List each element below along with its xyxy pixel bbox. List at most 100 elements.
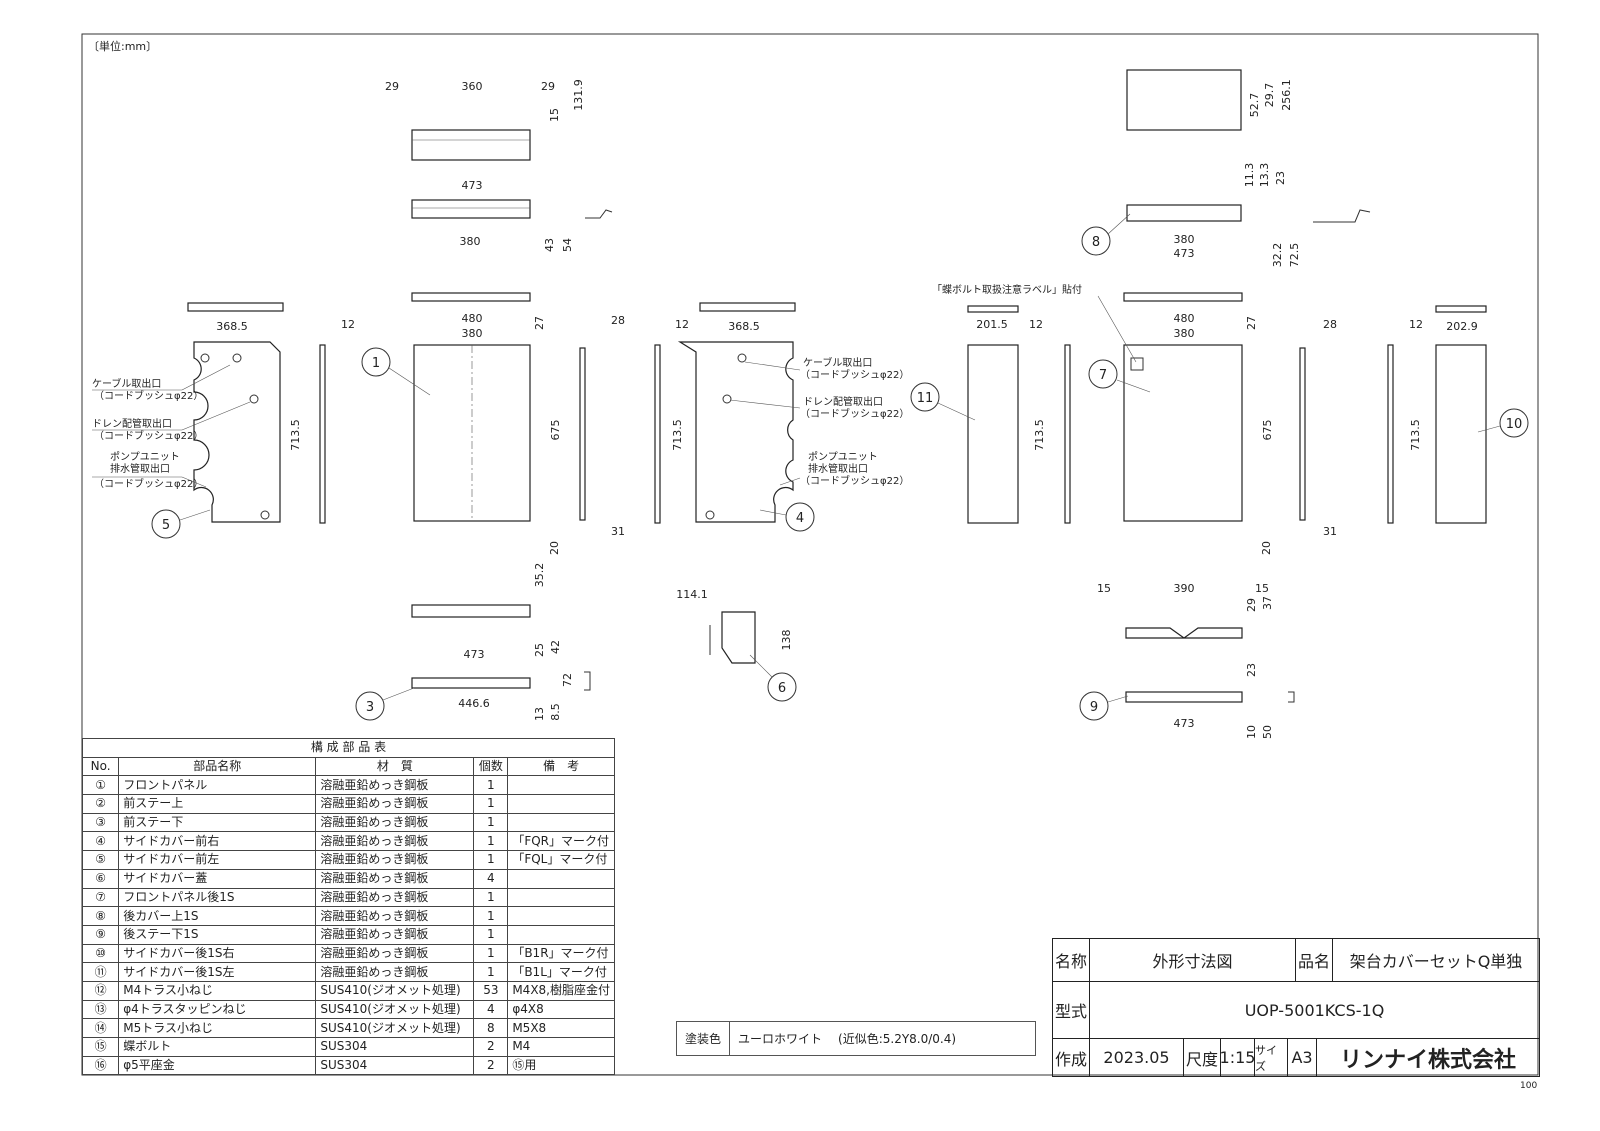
part-remarks: M4X8,樹脂座金付 (507, 980, 615, 1001)
dim-label: 473 (1174, 717, 1195, 730)
dim-label: 201.5 (976, 318, 1008, 331)
drawing-name: 外形寸法図 (1090, 939, 1296, 981)
dim-label: 114.1 (676, 588, 708, 601)
callout-6: 6 (749, 654, 797, 702)
part-remarks: 「B1R」マーク付 (507, 943, 615, 964)
dim-label: 12 (1029, 318, 1043, 331)
part-material: 溶融亜鉛めっき鋼板 (315, 943, 475, 964)
dim-label: 713.5 (1033, 419, 1046, 451)
dim-label: 35.2 (533, 563, 546, 588)
part-name: サイドカバー前左 (118, 850, 317, 870)
part-name: M5トラス小ねじ (118, 1018, 317, 1038)
part-material: SUS410(ジオメット処理) (315, 999, 475, 1020)
dim-label: 473 (1174, 247, 1195, 260)
part-2-top-stay (411, 129, 613, 219)
dim-label: 380 (462, 327, 483, 340)
dim-label: 23 (1274, 171, 1287, 185)
callouts: 1 3 4 5 6 7 8 9 10 11 (151, 213, 1529, 721)
part-qty: 1 (473, 906, 509, 926)
part-remarks (507, 924, 615, 945)
note-drain: ドレン配管取出口 (92, 417, 172, 430)
dim-label: 13 (533, 707, 546, 721)
note-bush: （コードブッシュφ22） (94, 389, 203, 402)
part-name: サイドカバー後1S左 (118, 962, 317, 982)
drawing-frame (81, 33, 1539, 1076)
dim-label: 12 (675, 318, 689, 331)
size-label: サイズ (1255, 1039, 1288, 1076)
dim-label: 131.9 (572, 79, 585, 111)
dim-label: 37 (1261, 596, 1274, 610)
dim-label: 12 (341, 318, 355, 331)
svg-text:8: 8 (1092, 235, 1100, 250)
part-name: サイドカバー蓋 (118, 868, 317, 889)
part-remarks (507, 887, 615, 908)
dim-label: 72 (561, 673, 574, 687)
note-bush: （コードブッシュφ22） (800, 407, 909, 420)
dim-label: 29.7 (1263, 83, 1276, 108)
part-material: 溶融亜鉛めっき鋼板 (315, 868, 475, 889)
parts-table-header: No. 部品名称 材 質 個数 備 考 (81, 756, 615, 777)
part-no: ⑬ (81, 999, 120, 1020)
header-qty: 個数 (473, 756, 509, 777)
callout-10: 10 (1477, 408, 1529, 438)
svg-text:5: 5 (162, 518, 170, 533)
dim-label: 23 (1245, 663, 1258, 677)
part-no: ⑤ (81, 850, 120, 870)
part-remarks (507, 812, 615, 833)
dim-label: 29 (541, 80, 555, 93)
part-qty: 1 (473, 831, 509, 852)
part-no: ⑨ (81, 924, 120, 945)
note-pump-drain: 排水管取出口 (110, 462, 170, 475)
callout-8: 8 (1081, 213, 1131, 256)
part-material: 溶融亜鉛めっき鋼板 (315, 906, 475, 926)
part-material: 溶融亜鉛めっき鋼板 (315, 775, 475, 796)
part-no: ⑦ (81, 887, 120, 908)
scale-label: 尺度 (1184, 1039, 1221, 1076)
size-value: A3 (1288, 1039, 1317, 1076)
note-bush: （コードブッシュφ22） (800, 368, 909, 381)
dim-label: 43 (543, 238, 556, 252)
model-number: UOP-5001KCS-1Q (1244, 1000, 1385, 1020)
dim-label: 8.5 (549, 703, 562, 721)
part-name: φ5平座金 (118, 1055, 317, 1076)
note-pump-drain: 排水管取出口 (808, 462, 868, 475)
part-name: M4トラス小ねじ (118, 980, 317, 1001)
part-material: 溶融亜鉛めっき鋼板 (315, 831, 475, 852)
dim-label: 54 (561, 238, 574, 252)
callout-5: 5 (151, 509, 211, 539)
part-material: 溶融亜鉛めっき鋼板 (315, 962, 475, 982)
header-name: 部品名称 (118, 756, 317, 777)
part-qty: 1 (473, 943, 509, 964)
dim-label: 20 (548, 541, 561, 555)
part-no: ⑪ (81, 962, 120, 982)
dim-label: 713.5 (289, 419, 302, 451)
dim-label: 20 (1260, 541, 1273, 555)
part-qty: 1 (473, 775, 509, 796)
part-qty: 1 (473, 962, 509, 982)
part-no: ① (81, 775, 120, 796)
dim-label: 360 (462, 80, 483, 93)
model-label: 型式 (1053, 982, 1090, 1038)
part-qty: 1 (473, 794, 509, 814)
dim-label: 368.5 (728, 320, 760, 333)
dim-label: 473 (462, 179, 483, 192)
note-pump: ポンプユニット (110, 451, 180, 463)
dim-label: 10 (1245, 725, 1258, 739)
part-remarks (507, 906, 615, 926)
part-remarks: 「FQR」マーク付 (507, 831, 615, 852)
dim-label: 27 (533, 316, 546, 330)
header-no: No. (81, 756, 120, 777)
part-no: ⑮ (81, 1037, 120, 1057)
part-name: サイドカバー後1S右 (118, 943, 317, 964)
part-no: ③ (81, 812, 120, 833)
